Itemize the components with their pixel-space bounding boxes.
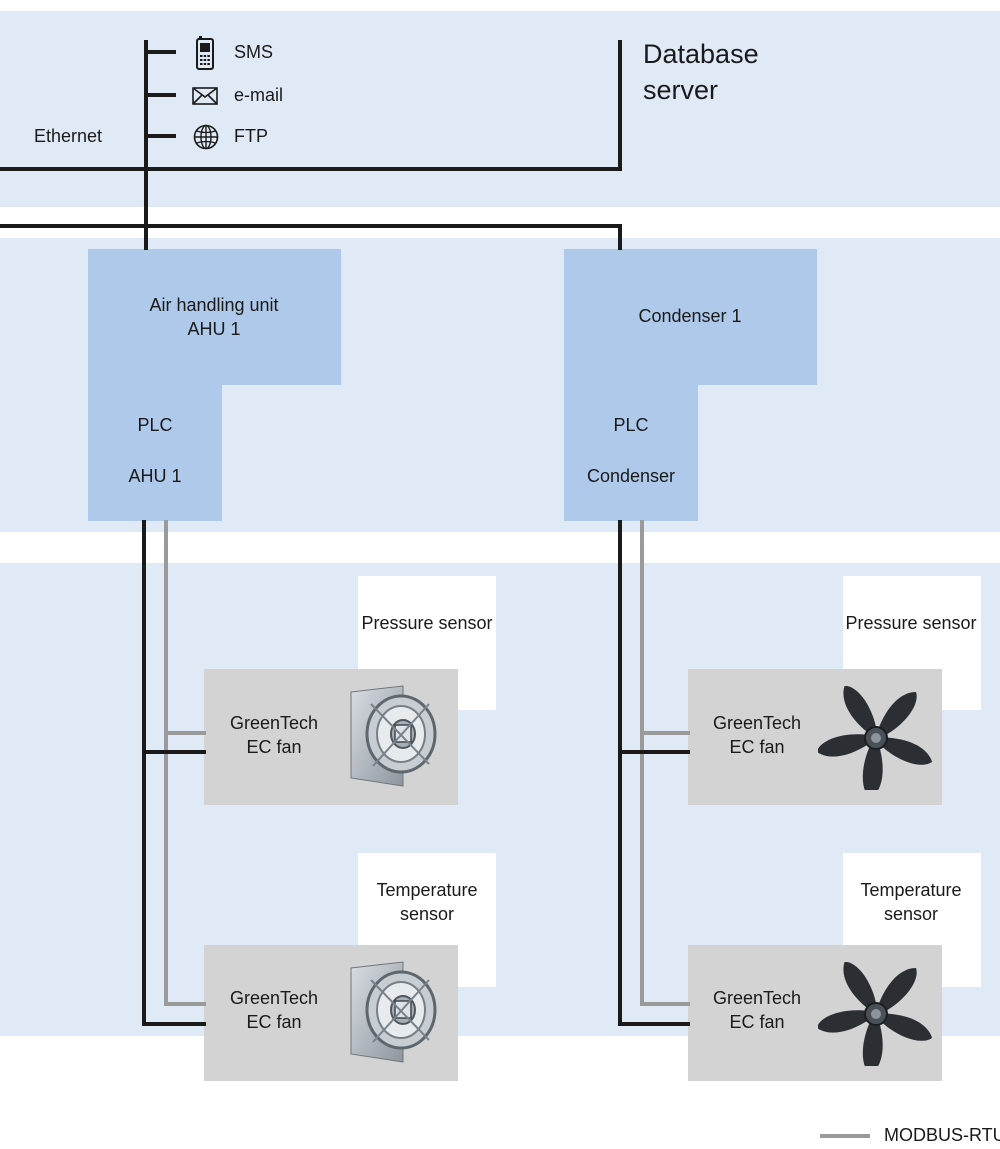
plc-name-label: AHU 1 <box>128 466 182 486</box>
radial-fan-icon <box>350 685 437 787</box>
fan-label-line2: EC fan <box>246 737 302 757</box>
email-label: e-mail <box>234 85 284 105</box>
network-band <box>0 11 1000 207</box>
envelope-icon <box>192 87 218 105</box>
condenser-field-line <box>618 520 690 1026</box>
fan-label-line1: GreenTech <box>712 988 802 1008</box>
globe-icon <box>193 124 219 150</box>
fan-label-line2: EC fan <box>246 1012 302 1032</box>
pressure-sensor-label: Pressure sensor <box>361 613 493 633</box>
ahu-field-line <box>142 520 206 1026</box>
fan-label-line1: GreenTech <box>229 988 319 1008</box>
ahu-unit-top <box>88 249 341 385</box>
axial-fan-icon <box>818 962 933 1066</box>
unit-title-line1: Air handling unit <box>149 295 279 315</box>
fan-label-line1: GreenTech <box>229 713 319 733</box>
condenser-unit-top <box>564 249 817 385</box>
temperature-sensor-label-line2: sensor <box>883 904 939 924</box>
database-server-line <box>0 40 622 171</box>
database-server-label-line2: server <box>643 75 719 105</box>
plc-label: PLC <box>137 415 173 435</box>
fan-label-line2: EC fan <box>729 737 785 757</box>
unit-title-line2: AHU 1 <box>187 319 241 339</box>
plc-label: PLC <box>613 415 649 435</box>
fan-box <box>688 945 942 1081</box>
database-server-label-line1: Database <box>643 39 759 69</box>
modbus-legend-label: MODBUS-RTU <box>884 1125 1000 1145</box>
plc-name-label: Condenser <box>586 466 676 486</box>
condenser-plc-block <box>564 385 698 521</box>
temperature-sensor-label-line1: Temperature <box>860 880 962 900</box>
ethernet-label: Ethernet <box>34 126 103 146</box>
fan-label-line2: EC fan <box>729 1012 785 1032</box>
fan-box <box>688 669 942 805</box>
fan-label-line1: GreenTech <box>712 713 802 733</box>
ftp-label: FTP <box>234 126 268 146</box>
mobile-phone-icon <box>196 36 214 70</box>
ahu-plc-block <box>88 385 222 521</box>
ahu-modbus-line <box>164 520 206 1006</box>
radial-fan-icon <box>350 961 437 1063</box>
condenser-ethernet-line <box>0 224 622 250</box>
condenser-modbus-line <box>640 520 690 1006</box>
temperature-sensor-label-line1: Temperature <box>376 880 478 900</box>
unit-title-line1: Condenser 1 <box>638 306 742 326</box>
pressure-sensor-label: Pressure sensor <box>845 613 977 633</box>
axial-fan-icon <box>818 686 933 790</box>
sms-label: SMS <box>234 42 274 62</box>
temperature-sensor-label-line2: sensor <box>399 904 455 924</box>
